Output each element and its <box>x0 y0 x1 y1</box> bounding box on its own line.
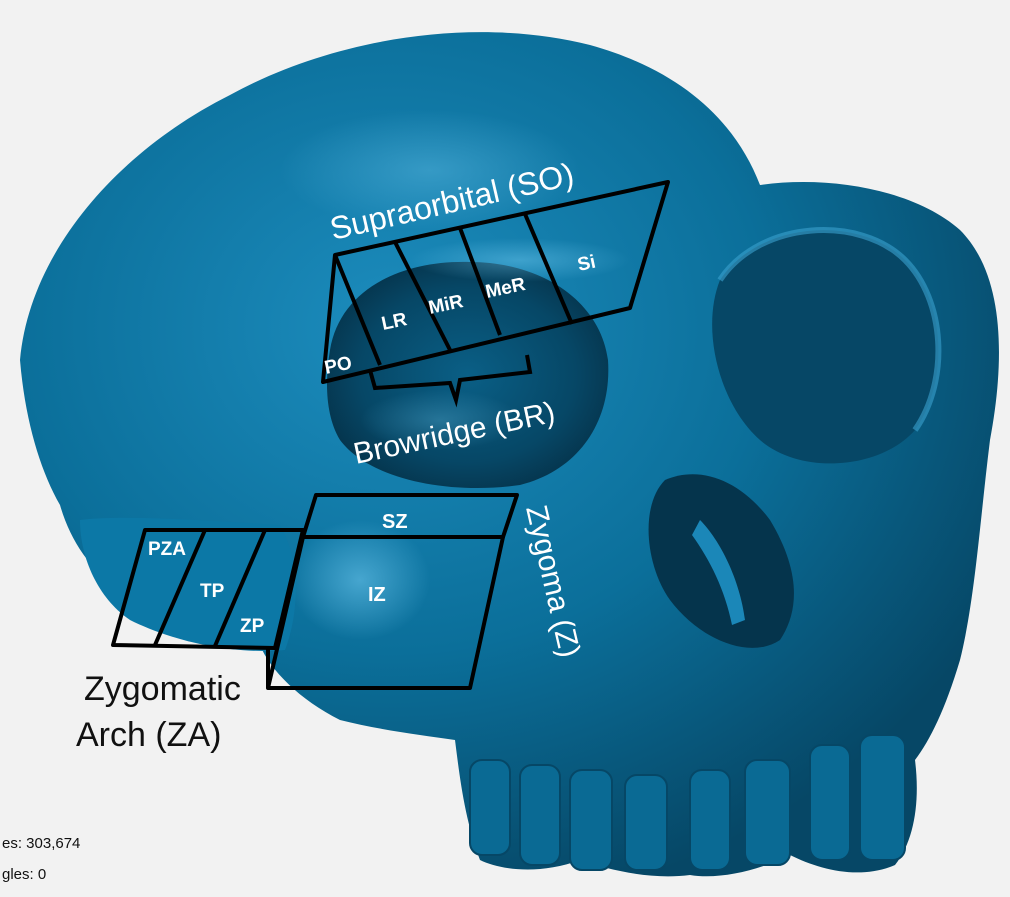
subregion-iz: IZ <box>368 584 386 606</box>
zygomatic-arch-title-line2: Arch (ZA) <box>76 716 221 754</box>
subregion-pza: PZA <box>148 539 186 560</box>
subregion-zp: ZP <box>240 616 265 637</box>
zygomatic-arch-title-line1: Zygomatic <box>84 670 241 708</box>
status-triangles: gles: 0 <box>2 866 46 883</box>
subregion-sz: SZ <box>382 511 408 533</box>
status-vertices: es: 303,674 <box>2 835 80 852</box>
subregion-tp: TP <box>200 581 225 602</box>
